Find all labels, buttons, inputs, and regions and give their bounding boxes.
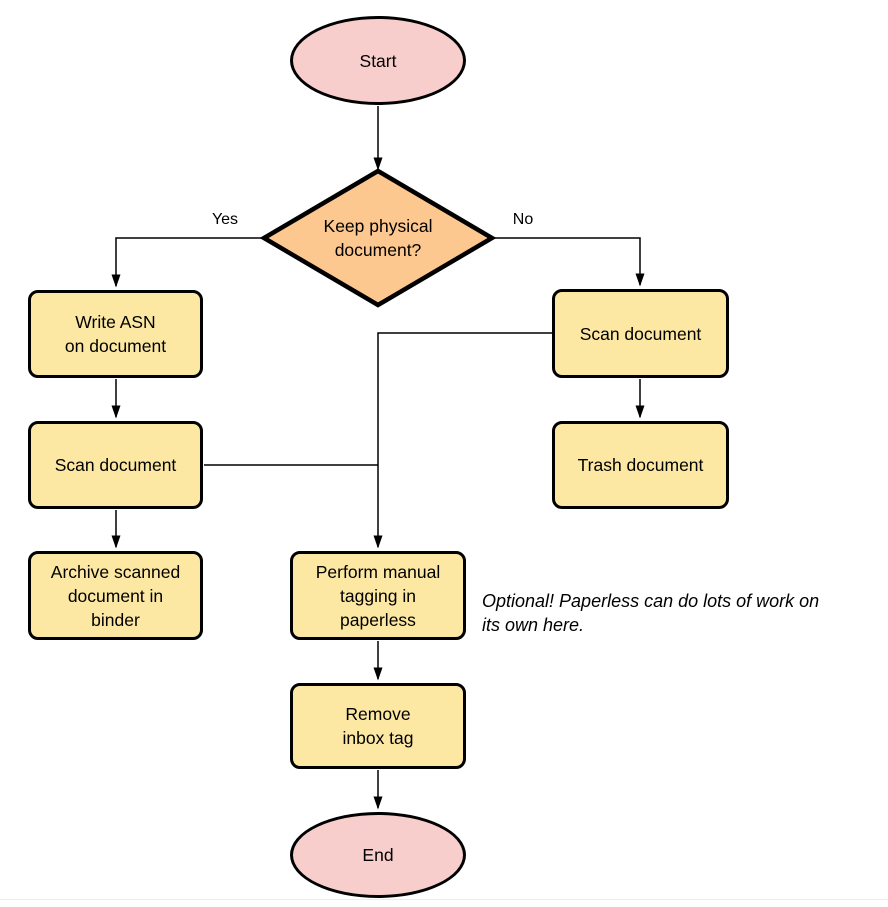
process-archive-document: Archive scanned document in binder — [28, 551, 203, 640]
note-text: Optional! Paperless can do lots of work … — [482, 591, 820, 635]
start-node: Start — [290, 16, 466, 105]
scan-document-left-label: Scan document — [54, 455, 177, 475]
process-manual-tagging: Perform manual tagging in paperless — [290, 551, 466, 640]
process-remove-inbox-tag: Remove inbox tag — [290, 683, 466, 769]
archive-document-label: Archive scanned document in binder — [50, 561, 181, 630]
end-label: End — [362, 845, 394, 865]
write-asn-label: Write ASN on document — [64, 312, 167, 356]
scan-document-right-label: Scan document — [579, 323, 702, 344]
process-write-asn: Write ASN on document — [28, 290, 203, 378]
trash-document-label: Trash document — [577, 455, 704, 475]
edge-label-no: No — [512, 211, 534, 228]
process-trash-document: Trash document — [552, 421, 729, 509]
decision-diamond-shape — [259, 168, 497, 308]
remove-inbox-tag-label: Remove inbox tag — [342, 704, 414, 748]
bottom-divider — [0, 899, 888, 900]
process-scan-document-left: Scan document — [28, 421, 203, 509]
process-scan-document-right: Scan document — [552, 289, 729, 378]
edge-decision-no-to-scan-right — [492, 237, 645, 287]
edge-decision-yes-to-write-asn — [111, 237, 264, 288]
manual-tagging-label: Perform manual tagging in paperless — [315, 561, 441, 630]
end-node: End — [290, 812, 466, 898]
decision-label: Keep physical document? — [323, 216, 433, 260]
edge-scan-right-to-tagging — [373, 332, 552, 549]
edge-label-yes: Yes — [211, 211, 239, 228]
start-label: Start — [359, 50, 397, 71]
